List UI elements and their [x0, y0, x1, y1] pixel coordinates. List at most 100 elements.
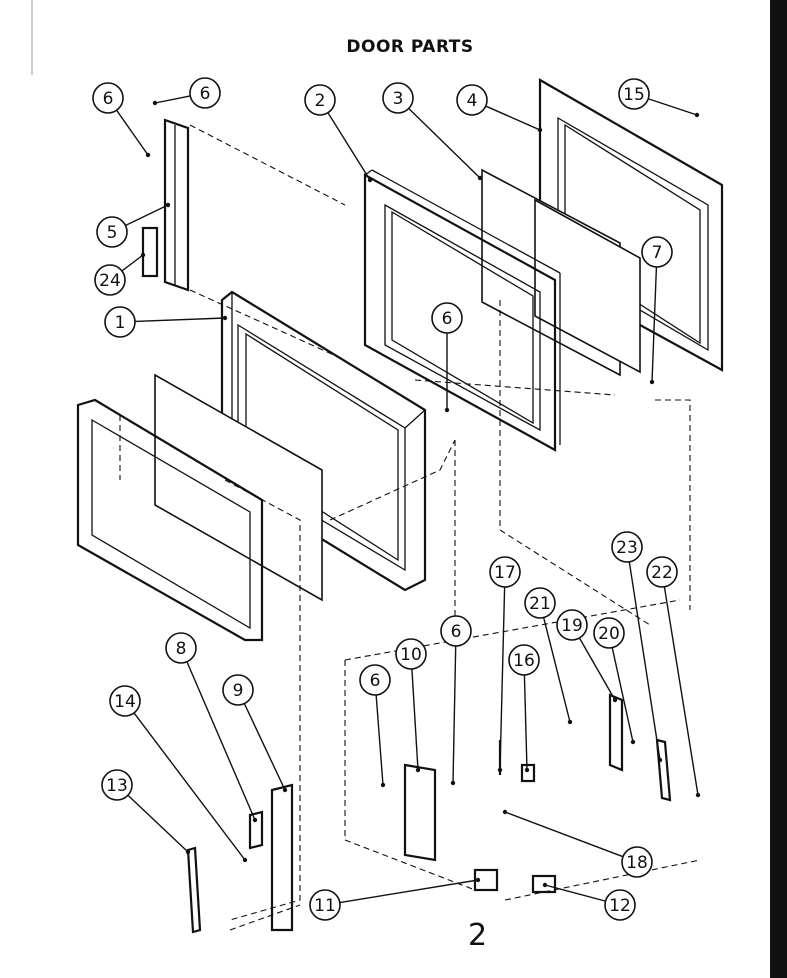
- callout-11: 11: [309, 877, 481, 921]
- callout-label: 6: [370, 671, 381, 691]
- callout-16: 16: [508, 644, 540, 773]
- callout-label: 8: [176, 639, 187, 659]
- callout-label: 2: [315, 91, 326, 111]
- callout-leader: [125, 204, 169, 227]
- callout-circle: [456, 84, 488, 116]
- scan-edge: [770, 0, 787, 978]
- callout-label: 19: [561, 616, 583, 636]
- callout-circle: [593, 617, 625, 649]
- callout-5: 5: [96, 202, 171, 248]
- callout-8: 8: [165, 632, 258, 823]
- part-16-cam: [520, 763, 536, 783]
- callout-circle: [94, 264, 126, 296]
- callout-circle: [101, 769, 133, 801]
- callout-circle: [604, 889, 636, 921]
- callout-circle: [109, 685, 141, 717]
- callout-target-dot: [380, 782, 386, 788]
- callout-target-dot: [612, 697, 618, 703]
- callout-leader: [628, 561, 661, 761]
- callout-target-dot: [475, 877, 481, 883]
- callout-12: 12: [542, 882, 636, 921]
- callout-circle: [641, 236, 673, 268]
- callout-target-dot: [415, 767, 421, 773]
- callout-label: 15: [623, 85, 645, 105]
- callout-leader: [327, 112, 371, 181]
- callout-circle: [621, 846, 653, 878]
- callout-circle: [489, 556, 521, 588]
- page-title: DOOR PARTS: [346, 37, 473, 57]
- callout-label: 10: [400, 645, 422, 665]
- callout-6: 6: [359, 664, 391, 788]
- callout-target-dot: [242, 857, 248, 863]
- callout-leader: [116, 109, 149, 156]
- callout-leader: [411, 668, 419, 771]
- callout-circle: [104, 306, 136, 338]
- callout-circle: [96, 216, 128, 248]
- callout-circle: [189, 77, 221, 109]
- callout-leader: [523, 674, 528, 771]
- callout-circle: [508, 644, 540, 676]
- page-mark: 2: [468, 918, 487, 953]
- callout-label: 6: [103, 89, 114, 109]
- part-10-latch: [403, 763, 437, 862]
- callout-label: 4: [467, 91, 478, 111]
- callout-2: 2: [304, 84, 373, 183]
- callout-leader: [121, 254, 144, 272]
- callout-leader: [134, 317, 226, 323]
- callout-leader: [452, 645, 457, 784]
- callout-circle: [395, 638, 427, 670]
- callout-target-dot: [649, 379, 655, 385]
- callout-label: 12: [609, 896, 631, 916]
- callout-circle: [92, 82, 124, 114]
- callout-22: 22: [646, 556, 701, 798]
- callout-label: 17: [494, 563, 516, 583]
- callout-1: 1: [104, 306, 228, 338]
- callout-24: 24: [94, 252, 146, 296]
- callout-label: 22: [651, 563, 673, 583]
- callout-circle: [309, 889, 341, 921]
- callout-leader: [154, 95, 191, 104]
- callout-circle: [304, 84, 336, 116]
- callout-target-dot: [502, 809, 508, 815]
- callout-leader: [485, 105, 541, 131]
- callout-circle: [382, 82, 414, 114]
- part-5-hinge-bracket: [163, 118, 190, 292]
- callout-leader: [186, 661, 256, 821]
- callout-label: 7: [652, 243, 663, 263]
- callout-label: 1: [115, 313, 126, 333]
- callout-20: 20: [593, 617, 636, 745]
- part-23-arm: [655, 738, 672, 802]
- callout-target-dot: [444, 407, 450, 413]
- callout-leader: [504, 811, 624, 858]
- callout-target-dot: [152, 100, 158, 106]
- callout-leader: [611, 647, 634, 743]
- part-19-lever: [608, 693, 624, 772]
- callout-label: 6: [451, 622, 462, 642]
- callout-target-dot: [537, 127, 543, 133]
- callout-13: 13: [101, 769, 191, 855]
- callout-target-dot: [222, 315, 228, 321]
- callout-label: 9: [233, 681, 244, 701]
- callout-target-dot: [524, 767, 530, 773]
- callout-target-dot: [145, 152, 151, 158]
- assembly-dashed-lines: [119, 124, 701, 931]
- callout-18: 18: [502, 809, 653, 878]
- callout-target-dot: [450, 780, 456, 786]
- callout-circle: [611, 531, 643, 563]
- callout-target-dot: [252, 817, 258, 823]
- callout-leader: [542, 617, 571, 723]
- callout-label: 11: [314, 896, 336, 916]
- callout-label: 6: [200, 84, 211, 104]
- callout-circle: [431, 302, 463, 334]
- callout-label: 16: [513, 651, 535, 671]
- callout-target-dot: [165, 202, 171, 208]
- callout-circle: [556, 609, 588, 641]
- callout-6: 6: [440, 615, 472, 786]
- callout-7: 7: [641, 236, 673, 385]
- callout-target-dot: [282, 787, 288, 793]
- callout-label: 13: [106, 776, 128, 796]
- part-9-hinge: [270, 783, 294, 932]
- callout-target-dot: [140, 252, 146, 258]
